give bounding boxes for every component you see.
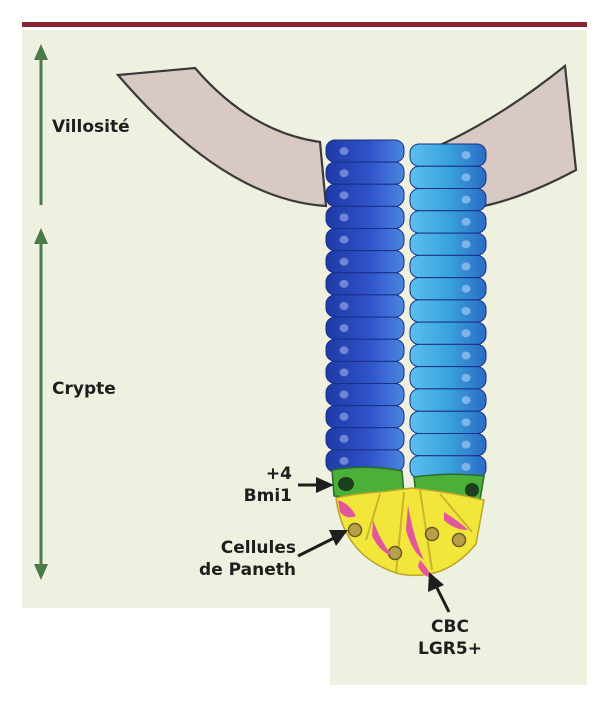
crypt-right-cell-nucleus — [461, 195, 471, 204]
crypt-right-cell — [409, 165, 487, 190]
crypt-right-cell — [409, 143, 487, 167]
villus-label: Villosité — [52, 117, 130, 137]
cbc-label: CBC LGR5+ — [405, 616, 495, 660]
crypt-right-cell — [409, 410, 487, 434]
crypt-left-cell-nucleus — [339, 235, 349, 244]
crypt-right-cell — [409, 210, 487, 234]
crypt-right-cell — [409, 366, 487, 390]
crypt-right-cell-nucleus — [461, 262, 471, 271]
crypt-left-cell — [325, 161, 405, 185]
plus4-cells — [331, 466, 485, 502]
crypt-right-cell-nucleus — [461, 440, 471, 449]
villus-left — [115, 66, 328, 208]
crypt-left-cell-nucleus — [339, 324, 349, 333]
crypt-left-cell — [325, 228, 405, 252]
crypt-left-cell-nucleus — [339, 191, 349, 200]
paneth-label-line2: de Paneth — [199, 560, 296, 580]
crypt-left-cell — [325, 405, 405, 429]
paneth-label: Cellules de Paneth — [170, 537, 296, 581]
crypt-right-cell-nucleus — [461, 173, 471, 182]
plus4-label: +4 Bmi1 — [210, 463, 292, 507]
villus-scale-arrow — [34, 44, 48, 205]
crypt-left-cell-nucleus — [339, 390, 349, 399]
crypt-right-cell-nucleus — [461, 373, 471, 382]
plus4-label-line2: Bmi1 — [243, 486, 292, 506]
crypt-scale-arrow — [34, 228, 48, 580]
crypt-left-cell — [325, 294, 405, 318]
crypt-left-cell-nucleus — [339, 279, 349, 288]
crypt-left-cell — [325, 250, 405, 274]
crypt-right-cell — [409, 188, 487, 212]
crypt-left-cell-nucleus — [339, 213, 349, 222]
crypt-right-cell — [409, 432, 487, 457]
crypt-left-cell — [325, 360, 405, 384]
crypt-left-cell — [325, 338, 405, 362]
crypt-left-cell-nucleus — [339, 434, 349, 443]
header-rule — [22, 22, 587, 27]
crypt-left-cell — [325, 183, 405, 207]
crypt-right-cell-nucleus — [461, 418, 471, 427]
crypt-left-cell-nucleus — [339, 456, 349, 465]
cbc-label-line1: CBC — [431, 617, 469, 637]
crypt-right-cell — [409, 388, 487, 412]
crypt-right-cell — [409, 321, 487, 345]
crypt-right-cell-nucleus — [461, 151, 471, 160]
crypt-right-cell — [409, 343, 487, 368]
crypt-left-cell-nucleus — [339, 257, 349, 266]
crypt-left-cell — [325, 272, 405, 296]
crypt-right-cell-nucleus — [461, 396, 471, 405]
crypt-left-cell — [325, 427, 405, 451]
arrow-to-plus4 — [298, 477, 334, 493]
arrow-to-paneth — [297, 530, 348, 558]
crypt-left-cell-nucleus — [339, 412, 349, 421]
crypt-left-cell — [325, 316, 405, 340]
crypt-right-cell-nucleus — [461, 462, 471, 471]
crypt-left-cell-nucleus — [339, 302, 349, 310]
crypt-left-wall — [325, 139, 405, 473]
paneth-label-line1: Cellules — [220, 538, 296, 558]
cbc-label-line2: LGR5+ — [418, 639, 482, 659]
crypt-left-cell — [325, 139, 405, 163]
crypt-right-cell — [409, 299, 487, 323]
crypt-left-cell-nucleus — [339, 368, 349, 377]
crypt-right-cell-nucleus — [461, 240, 471, 249]
arrow-to-cbc — [428, 572, 451, 613]
crypt-left-cell-nucleus — [339, 346, 349, 355]
crypt-right-cell — [409, 254, 487, 279]
crypt-right-cell-nucleus — [461, 351, 471, 360]
crypt-right-cell — [409, 232, 487, 256]
crypt-right-cell-nucleus — [461, 217, 471, 226]
crypt-left-cell-nucleus — [339, 147, 349, 156]
crypt-left-cell — [325, 382, 405, 407]
crypt-right-cell-nucleus — [461, 307, 471, 315]
cbc-cells — [338, 500, 468, 578]
crypt-right-cell-nucleus — [461, 284, 471, 293]
crypt-left-cell-nucleus — [339, 169, 349, 178]
crypt-left-cell — [325, 205, 405, 230]
crypt-right-cell-nucleus — [461, 329, 471, 338]
crypt-right-cell — [409, 277, 487, 301]
crypt-right-wall — [409, 143, 487, 479]
plus4-label-line1: +4 — [265, 464, 292, 484]
crypt-label: Crypte — [52, 379, 116, 399]
